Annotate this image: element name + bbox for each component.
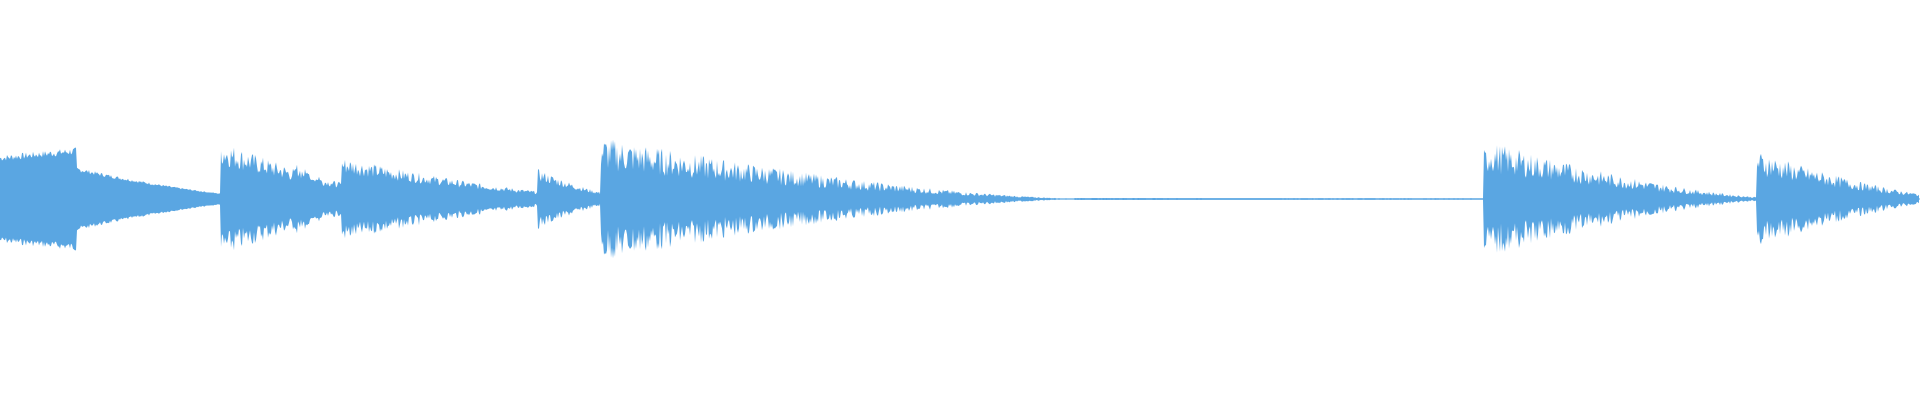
waveform-envelope	[0, 139, 1919, 259]
